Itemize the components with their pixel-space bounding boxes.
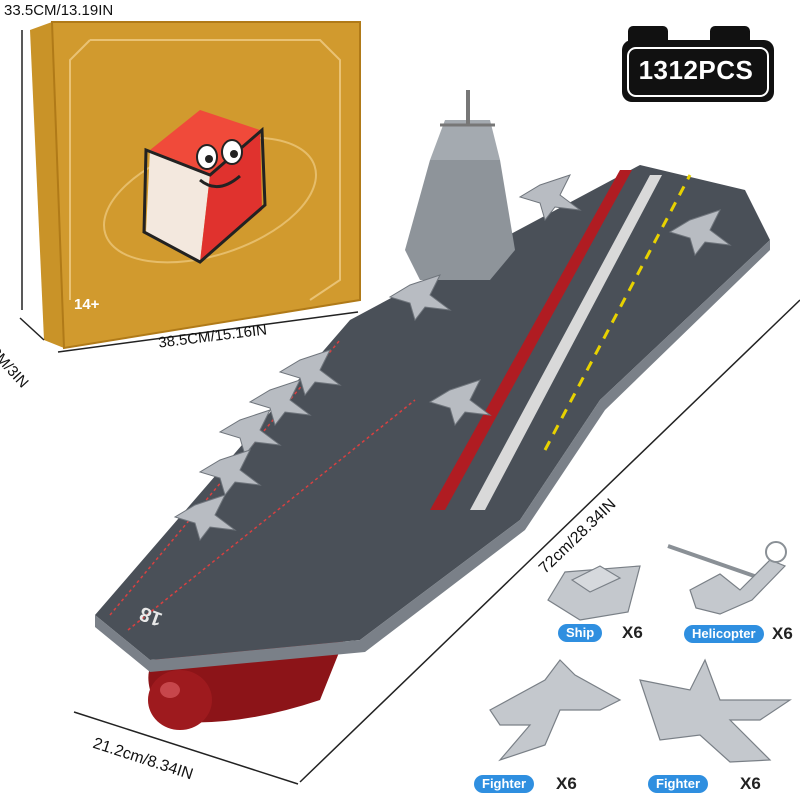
box-height-label: 33.5CM/13.19IN (4, 2, 114, 19)
accessory-qty-fighter-2: X6 (740, 774, 761, 793)
piece-count-badge-shape (622, 26, 774, 102)
dimension-lines (19, 30, 800, 785)
deck-aircraft (173, 174, 732, 542)
cube-mascot (142, 110, 267, 264)
ship-icon (547, 565, 641, 621)
accessory-qty-ship: X6 (622, 623, 643, 642)
accessory-qty-helicopter: X6 (772, 624, 793, 643)
accessory-label-helicopter: Helicopter (684, 625, 764, 643)
accessory-label-ship: Ship (558, 624, 603, 642)
piece-count-label: 1312PCS (638, 55, 754, 85)
box-age-label: 14+ (74, 296, 100, 313)
accessory-icons (489, 541, 792, 763)
aircraft-carrier (95, 90, 770, 730)
accessory-label-fighter-1: Fighter (474, 775, 535, 793)
fighter-icon-right (639, 658, 792, 763)
accessory-qty-fighter-1: X6 (556, 774, 577, 793)
accessory-label-fighter-2: Fighter (648, 775, 709, 793)
helicopter-icon (667, 541, 787, 615)
fighter-icon-left (489, 659, 622, 762)
